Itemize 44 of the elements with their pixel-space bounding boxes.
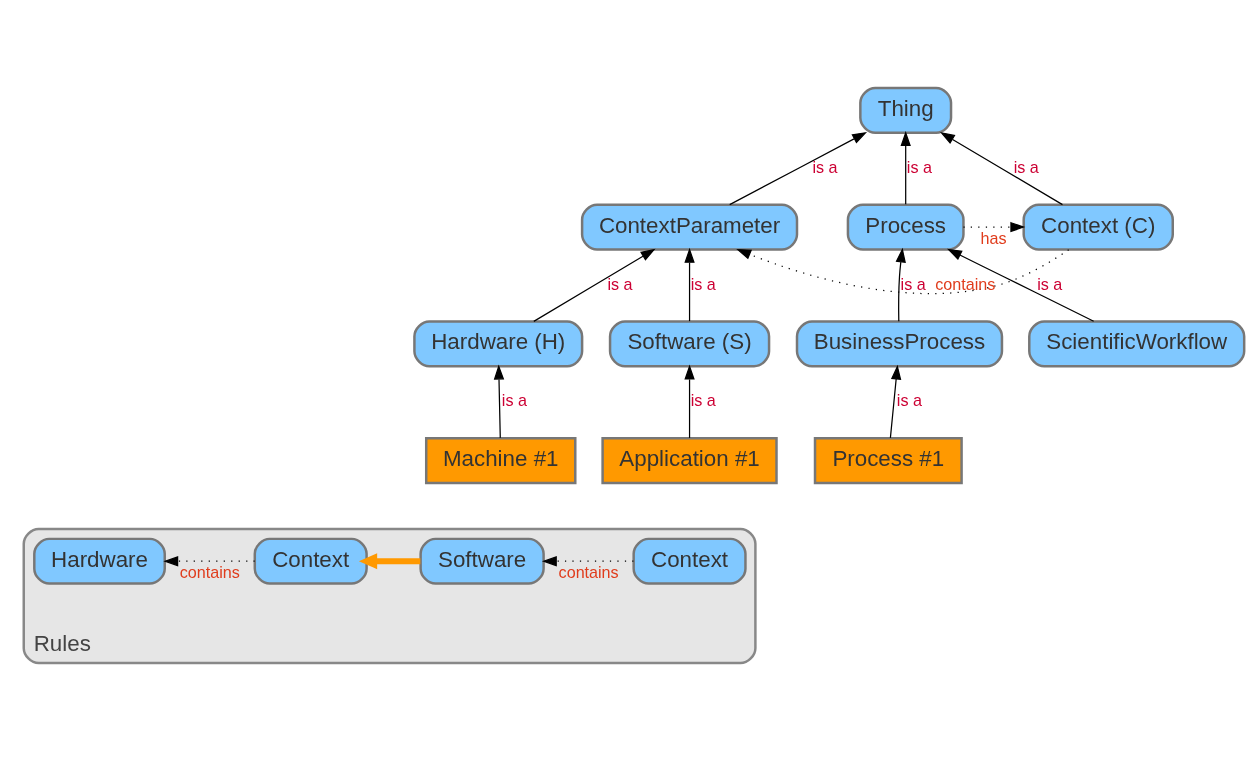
arrow xyxy=(939,131,1064,206)
arrow xyxy=(541,556,635,567)
node-box: BusinessProcess xyxy=(795,320,1004,368)
edge-label: is a xyxy=(1013,157,1039,176)
edge-label: contains xyxy=(558,562,619,581)
node-box: ContextParameter xyxy=(580,203,799,251)
node-box: Context (C) xyxy=(1022,203,1174,251)
arrow xyxy=(163,556,256,567)
arrow xyxy=(947,248,1095,322)
arrow xyxy=(962,221,1026,233)
node-box: Application #1 xyxy=(601,437,778,485)
edge-label: is a xyxy=(900,274,926,293)
edge-label: is a xyxy=(1037,274,1063,293)
arrow xyxy=(736,248,1070,295)
node-box: Hardware xyxy=(33,537,166,585)
arrow xyxy=(684,247,695,322)
edge-label: is a xyxy=(690,391,716,410)
arrow xyxy=(889,364,902,439)
node-box: Machine #1 xyxy=(425,437,577,485)
node-box: Context xyxy=(632,537,747,585)
node-box: Context xyxy=(253,537,368,585)
arrow xyxy=(493,364,505,439)
node-box: Process xyxy=(846,203,965,251)
node-box: Software (S) xyxy=(608,320,771,368)
node-box: ScientificWorkflow xyxy=(1028,320,1246,368)
arrow xyxy=(895,247,906,322)
node-box: Hardware (H) xyxy=(413,320,584,368)
edge-label: has xyxy=(980,228,1007,247)
edge-label: is a xyxy=(501,391,527,410)
edge-label: contains xyxy=(179,562,240,581)
edge-label: is a xyxy=(896,391,922,410)
node-box: Thing xyxy=(859,86,953,134)
edge-label: is a xyxy=(812,157,838,176)
node-box: Software xyxy=(419,537,545,585)
arrow xyxy=(684,364,695,439)
edge-label: is a xyxy=(690,274,716,293)
arrow xyxy=(900,131,911,205)
node-box: Process #1 xyxy=(813,437,963,485)
edge-label: is a xyxy=(906,157,932,176)
edge-label: contains xyxy=(935,274,996,293)
edge-label: is a xyxy=(607,274,633,293)
arrow xyxy=(729,132,868,206)
arrow xyxy=(358,553,421,570)
arrow xyxy=(533,248,656,322)
